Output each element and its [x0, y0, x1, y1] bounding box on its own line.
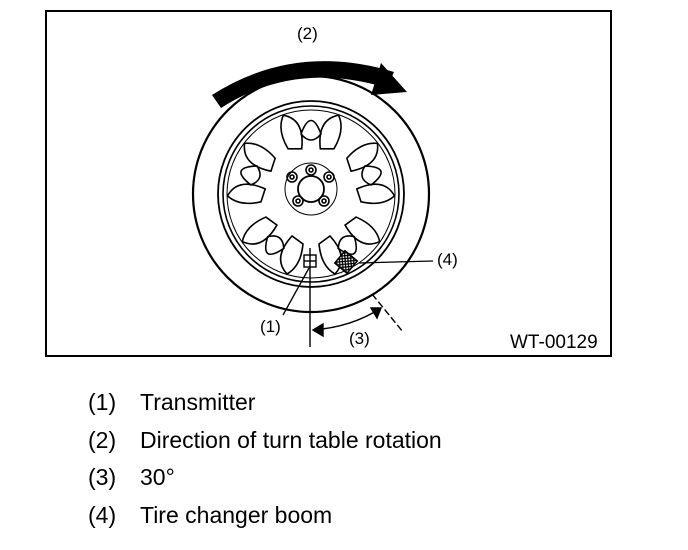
legend-text: 30°: [140, 464, 175, 491]
rotation-arrow-icon: [212, 61, 407, 108]
legend-number: (2): [88, 426, 117, 453]
legend-number: (4): [88, 501, 117, 528]
callout-3: (3): [349, 329, 370, 348]
legend-item: (4) Tire changer boom: [88, 497, 648, 535]
legend-item: (3) 30°: [88, 459, 648, 497]
legend-text: Direction of turn table rotation: [140, 426, 442, 453]
tire-changer-boom-icon: [333, 249, 359, 275]
wheel-diagram: (2) (1) (3) (4) WT-00129: [191, 24, 598, 353]
diagram-frame: (2) (1) (3) (4) WT-00129: [45, 10, 612, 357]
callout-4: (4): [437, 250, 458, 269]
figure-id: WT-00129: [510, 332, 598, 353]
legend-number: (3): [88, 464, 117, 491]
legend-number: (1): [88, 389, 117, 416]
legend-text: Transmitter: [140, 389, 256, 416]
wheel-icon: [191, 74, 431, 314]
transmitter-icon: [303, 248, 317, 270]
callout-1: (1): [260, 317, 281, 336]
legend-item: (2) Direction of turn table rotation: [88, 422, 648, 460]
legend-item: (1) Transmitter: [88, 384, 648, 422]
legend: (1) Transmitter (2) Direction of turn ta…: [88, 384, 648, 534]
angle-30-icon: [309, 270, 404, 347]
callout-2: (2): [297, 24, 318, 43]
legend-text: Tire changer boom: [140, 501, 333, 528]
